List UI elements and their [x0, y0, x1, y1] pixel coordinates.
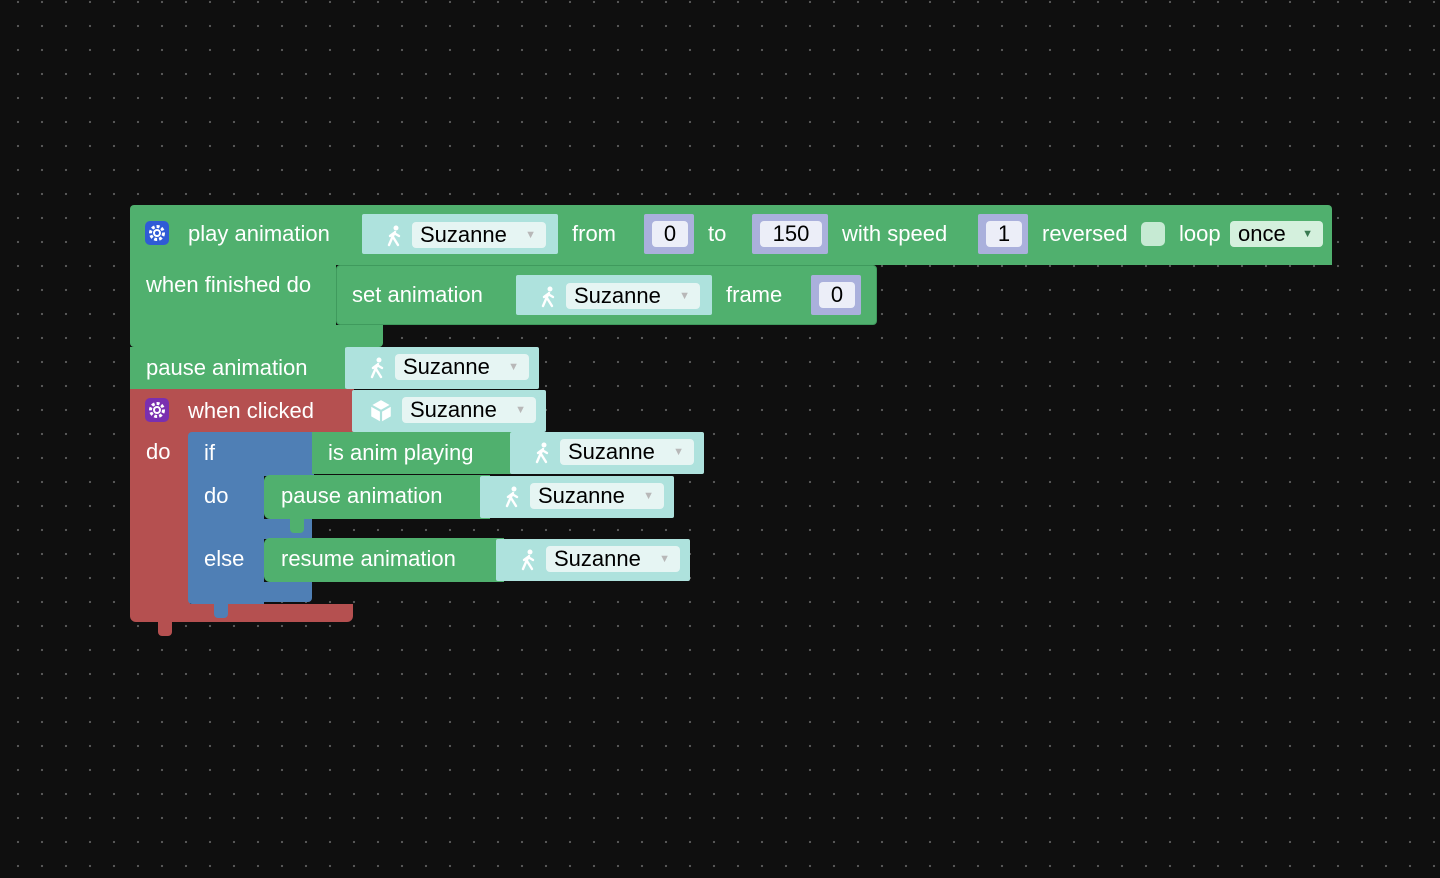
pause-animation-label: pause animation	[146, 355, 308, 380]
from-label: from	[572, 221, 616, 246]
walking-figure-icon	[521, 549, 535, 571]
if-else-block[interactable]	[188, 432, 314, 476]
play-animation-label: play animation	[188, 221, 330, 246]
playing-object-dropdown[interactable]: Suzanne ▼	[510, 432, 704, 474]
block-notch	[290, 517, 304, 533]
set-animation-label: set animation	[352, 282, 483, 307]
walking-figure-icon	[387, 225, 401, 247]
inner-pause-animation-block[interactable]	[264, 475, 490, 519]
if-label: if	[204, 440, 215, 465]
inner-pause-animation-label: pause animation	[281, 483, 443, 508]
inner-pause-object-dropdown[interactable]: Suzanne ▼	[480, 476, 674, 518]
block-notch	[214, 602, 228, 618]
resume-object-dropdown[interactable]: Suzanne ▼	[496, 539, 690, 581]
if-else-divider	[188, 519, 312, 539]
from-value: 0	[652, 221, 688, 247]
frame-number-field[interactable]: 0	[811, 275, 861, 315]
chevron-down-icon: ▼	[1302, 228, 1313, 240]
when-clicked-bottom	[130, 604, 353, 622]
play-object-dropdown[interactable]: Suzanne ▼	[362, 214, 558, 254]
clicked-do-label: do	[146, 439, 171, 464]
speed-number-field[interactable]: 1	[978, 214, 1028, 254]
to-label: to	[708, 221, 727, 246]
with-speed-label: with speed	[842, 221, 948, 246]
block-notch	[362, 325, 376, 341]
play-animation-block-bottom	[130, 325, 383, 347]
loop-value: once	[1238, 221, 1286, 246]
chevron-down-icon: ▼	[508, 361, 519, 373]
is-anim-playing-block[interactable]	[312, 432, 518, 474]
set-object-dropdown[interactable]: Suzanne ▼	[516, 275, 712, 315]
set-object-value: Suzanne	[574, 283, 661, 308]
playing-object-value: Suzanne	[568, 439, 655, 464]
chevron-down-icon: ▼	[643, 490, 654, 502]
chevron-down-icon: ▼	[673, 446, 684, 458]
gear-icon[interactable]	[145, 221, 169, 245]
chevron-down-icon: ▼	[679, 290, 690, 302]
block-notch	[156, 345, 170, 361]
block-notch	[158, 620, 172, 636]
clicked-object-value: Suzanne	[410, 397, 497, 422]
loop-dropdown[interactable]: once ▼	[1230, 221, 1323, 247]
when-clicked-body	[130, 430, 190, 620]
clicked-object-dropdown[interactable]: Suzanne ▼	[352, 390, 546, 432]
speed-value: 1	[986, 221, 1022, 247]
resume-object-value: Suzanne	[554, 546, 641, 571]
if-else-bottom	[188, 582, 312, 602]
else-label: else	[204, 546, 245, 571]
resume-animation-label: resume animation	[281, 546, 456, 571]
reversed-checkbox[interactable]	[1141, 222, 1165, 246]
cube-icon	[370, 400, 392, 422]
walking-figure-icon	[370, 357, 384, 379]
walking-figure-icon	[505, 486, 519, 508]
if-do-label: do	[204, 483, 229, 508]
is-anim-playing-label: is anim playing	[328, 440, 474, 465]
resume-animation-block[interactable]	[264, 538, 504, 582]
gear-icon[interactable]	[145, 398, 169, 422]
chevron-down-icon: ▼	[525, 229, 536, 241]
from-number-field[interactable]: 0	[644, 214, 694, 254]
to-number-field[interactable]: 150	[752, 214, 828, 254]
play-object-value: Suzanne	[420, 222, 507, 247]
inner-pause-object-value: Suzanne	[538, 483, 625, 508]
pause-object-dropdown[interactable]: Suzanne ▼	[345, 347, 539, 389]
reversed-label: reversed	[1042, 221, 1128, 246]
when-clicked-label: when clicked	[188, 398, 314, 423]
walking-figure-icon	[535, 442, 549, 464]
chevron-down-icon: ▼	[659, 553, 670, 565]
when-finished-label: when finished do	[146, 272, 312, 297]
frame-label: frame	[726, 282, 783, 307]
frame-value: 0	[819, 282, 855, 308]
loop-label: loop	[1179, 221, 1221, 246]
pause-object-value: Suzanne	[403, 354, 490, 379]
to-value: 150	[760, 221, 822, 247]
walking-figure-icon	[541, 286, 555, 308]
chevron-down-icon: ▼	[515, 404, 526, 416]
